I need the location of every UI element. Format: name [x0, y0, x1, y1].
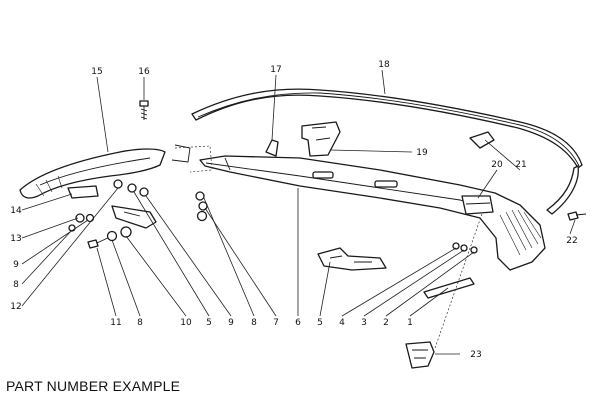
- leader-lines: [21, 69, 576, 355]
- bracket-23-drawing: [405, 341, 435, 369]
- bracket-5-left-drawing: [111, 205, 157, 229]
- clip-17-drawing: [265, 139, 279, 157]
- label-18: 18: [378, 60, 390, 70]
- bolt-drawing: [139, 100, 149, 120]
- label-14: 14: [10, 206, 22, 216]
- bolt-11-drawing: [87, 226, 132, 249]
- label-8-left: 8: [13, 280, 19, 290]
- label-6: 6: [295, 318, 301, 328]
- label-1: 1: [407, 318, 413, 328]
- label-22: 22: [566, 236, 577, 246]
- label-8-bottom-a: 8: [137, 318, 143, 328]
- label-17: 17: [270, 65, 281, 75]
- bracket-5-right-drawing: [317, 247, 387, 271]
- label-11: 11: [110, 318, 121, 328]
- left-end-piece-drawing: [19, 144, 191, 199]
- bracket-19-drawing: [301, 121, 341, 157]
- caption: PART NUMBER EXAMPLE: [6, 378, 181, 394]
- right-hardware-drawing: [452, 242, 478, 254]
- label-9-left: 9: [13, 260, 19, 270]
- label-10: 10: [180, 318, 192, 328]
- label-20: 20: [491, 160, 503, 170]
- label-15: 15: [91, 67, 102, 77]
- label-5-bottom-b: 5: [317, 318, 323, 328]
- part-number-labels: 15 16 17 18 19 20 21 22 23 14 13 9 8 12 …: [10, 60, 577, 360]
- label-4: 4: [339, 318, 345, 328]
- bumper-body-drawing: [199, 155, 546, 271]
- screw-22-drawing: [567, 211, 587, 221]
- label-21: 21: [515, 160, 526, 170]
- label-3: 3: [361, 318, 367, 328]
- label-5-bottom-a: 5: [206, 318, 212, 328]
- mid-hardware-drawing: [195, 191, 208, 222]
- label-23: 23: [470, 350, 481, 360]
- clip-21-drawing: [469, 131, 495, 149]
- strip-1-drawing: [423, 277, 475, 299]
- label-12: 12: [10, 302, 21, 312]
- label-8-bottom-b: 8: [251, 318, 257, 328]
- label-9-bottom: 9: [228, 318, 234, 328]
- label-7: 7: [273, 318, 279, 328]
- label-2: 2: [383, 318, 389, 328]
- label-19: 19: [416, 148, 428, 158]
- label-13: 13: [10, 234, 21, 244]
- label-16: 16: [138, 67, 150, 77]
- trim-strip-drawing: [191, 88, 583, 215]
